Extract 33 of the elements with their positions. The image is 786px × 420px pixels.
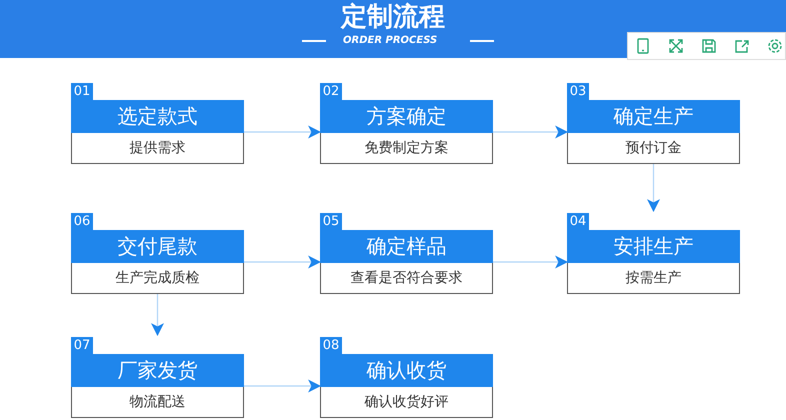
step-description: 查看是否符合要求 xyxy=(350,269,464,288)
step-number: 04 xyxy=(567,213,589,230)
step-description: 按需生产 xyxy=(624,269,682,288)
arrow xyxy=(244,256,322,268)
step-title: 厂家发货 xyxy=(71,354,244,387)
arrow xyxy=(151,294,164,336)
step-title: 确认收货 xyxy=(320,354,493,387)
step-description: 提供需求 xyxy=(128,139,186,158)
step-title: 方案确定 xyxy=(320,100,493,133)
step-number: 06 xyxy=(71,213,93,230)
step-description: 物流配送 xyxy=(128,393,186,412)
arrow xyxy=(493,256,568,268)
arrow xyxy=(244,126,322,138)
step-title: 选定款式 xyxy=(71,100,244,133)
step-description: 确认收货好评 xyxy=(364,393,450,412)
step-description: 预付订金 xyxy=(624,139,682,158)
step-title: 确定生产 xyxy=(567,100,740,133)
step-title: 安排生产 xyxy=(567,230,740,263)
step-title: 交付尾款 xyxy=(71,230,244,263)
arrow xyxy=(647,164,660,212)
step-number: 03 xyxy=(567,83,589,100)
arrow xyxy=(493,126,568,138)
step-number: 07 xyxy=(71,337,93,354)
arrow xyxy=(244,380,322,392)
subtitle: ORDER PROCESS xyxy=(343,34,438,48)
step-title: 确定样品 xyxy=(320,230,493,263)
step-number: 08 xyxy=(320,337,342,354)
step-description: 生产完成质检 xyxy=(114,269,200,288)
step-description: 免费制定方案 xyxy=(364,139,450,158)
step-number: 01 xyxy=(71,83,93,100)
step-number: 05 xyxy=(320,213,342,230)
step-number: 02 xyxy=(320,83,342,100)
title: 定制流程 xyxy=(341,2,445,32)
